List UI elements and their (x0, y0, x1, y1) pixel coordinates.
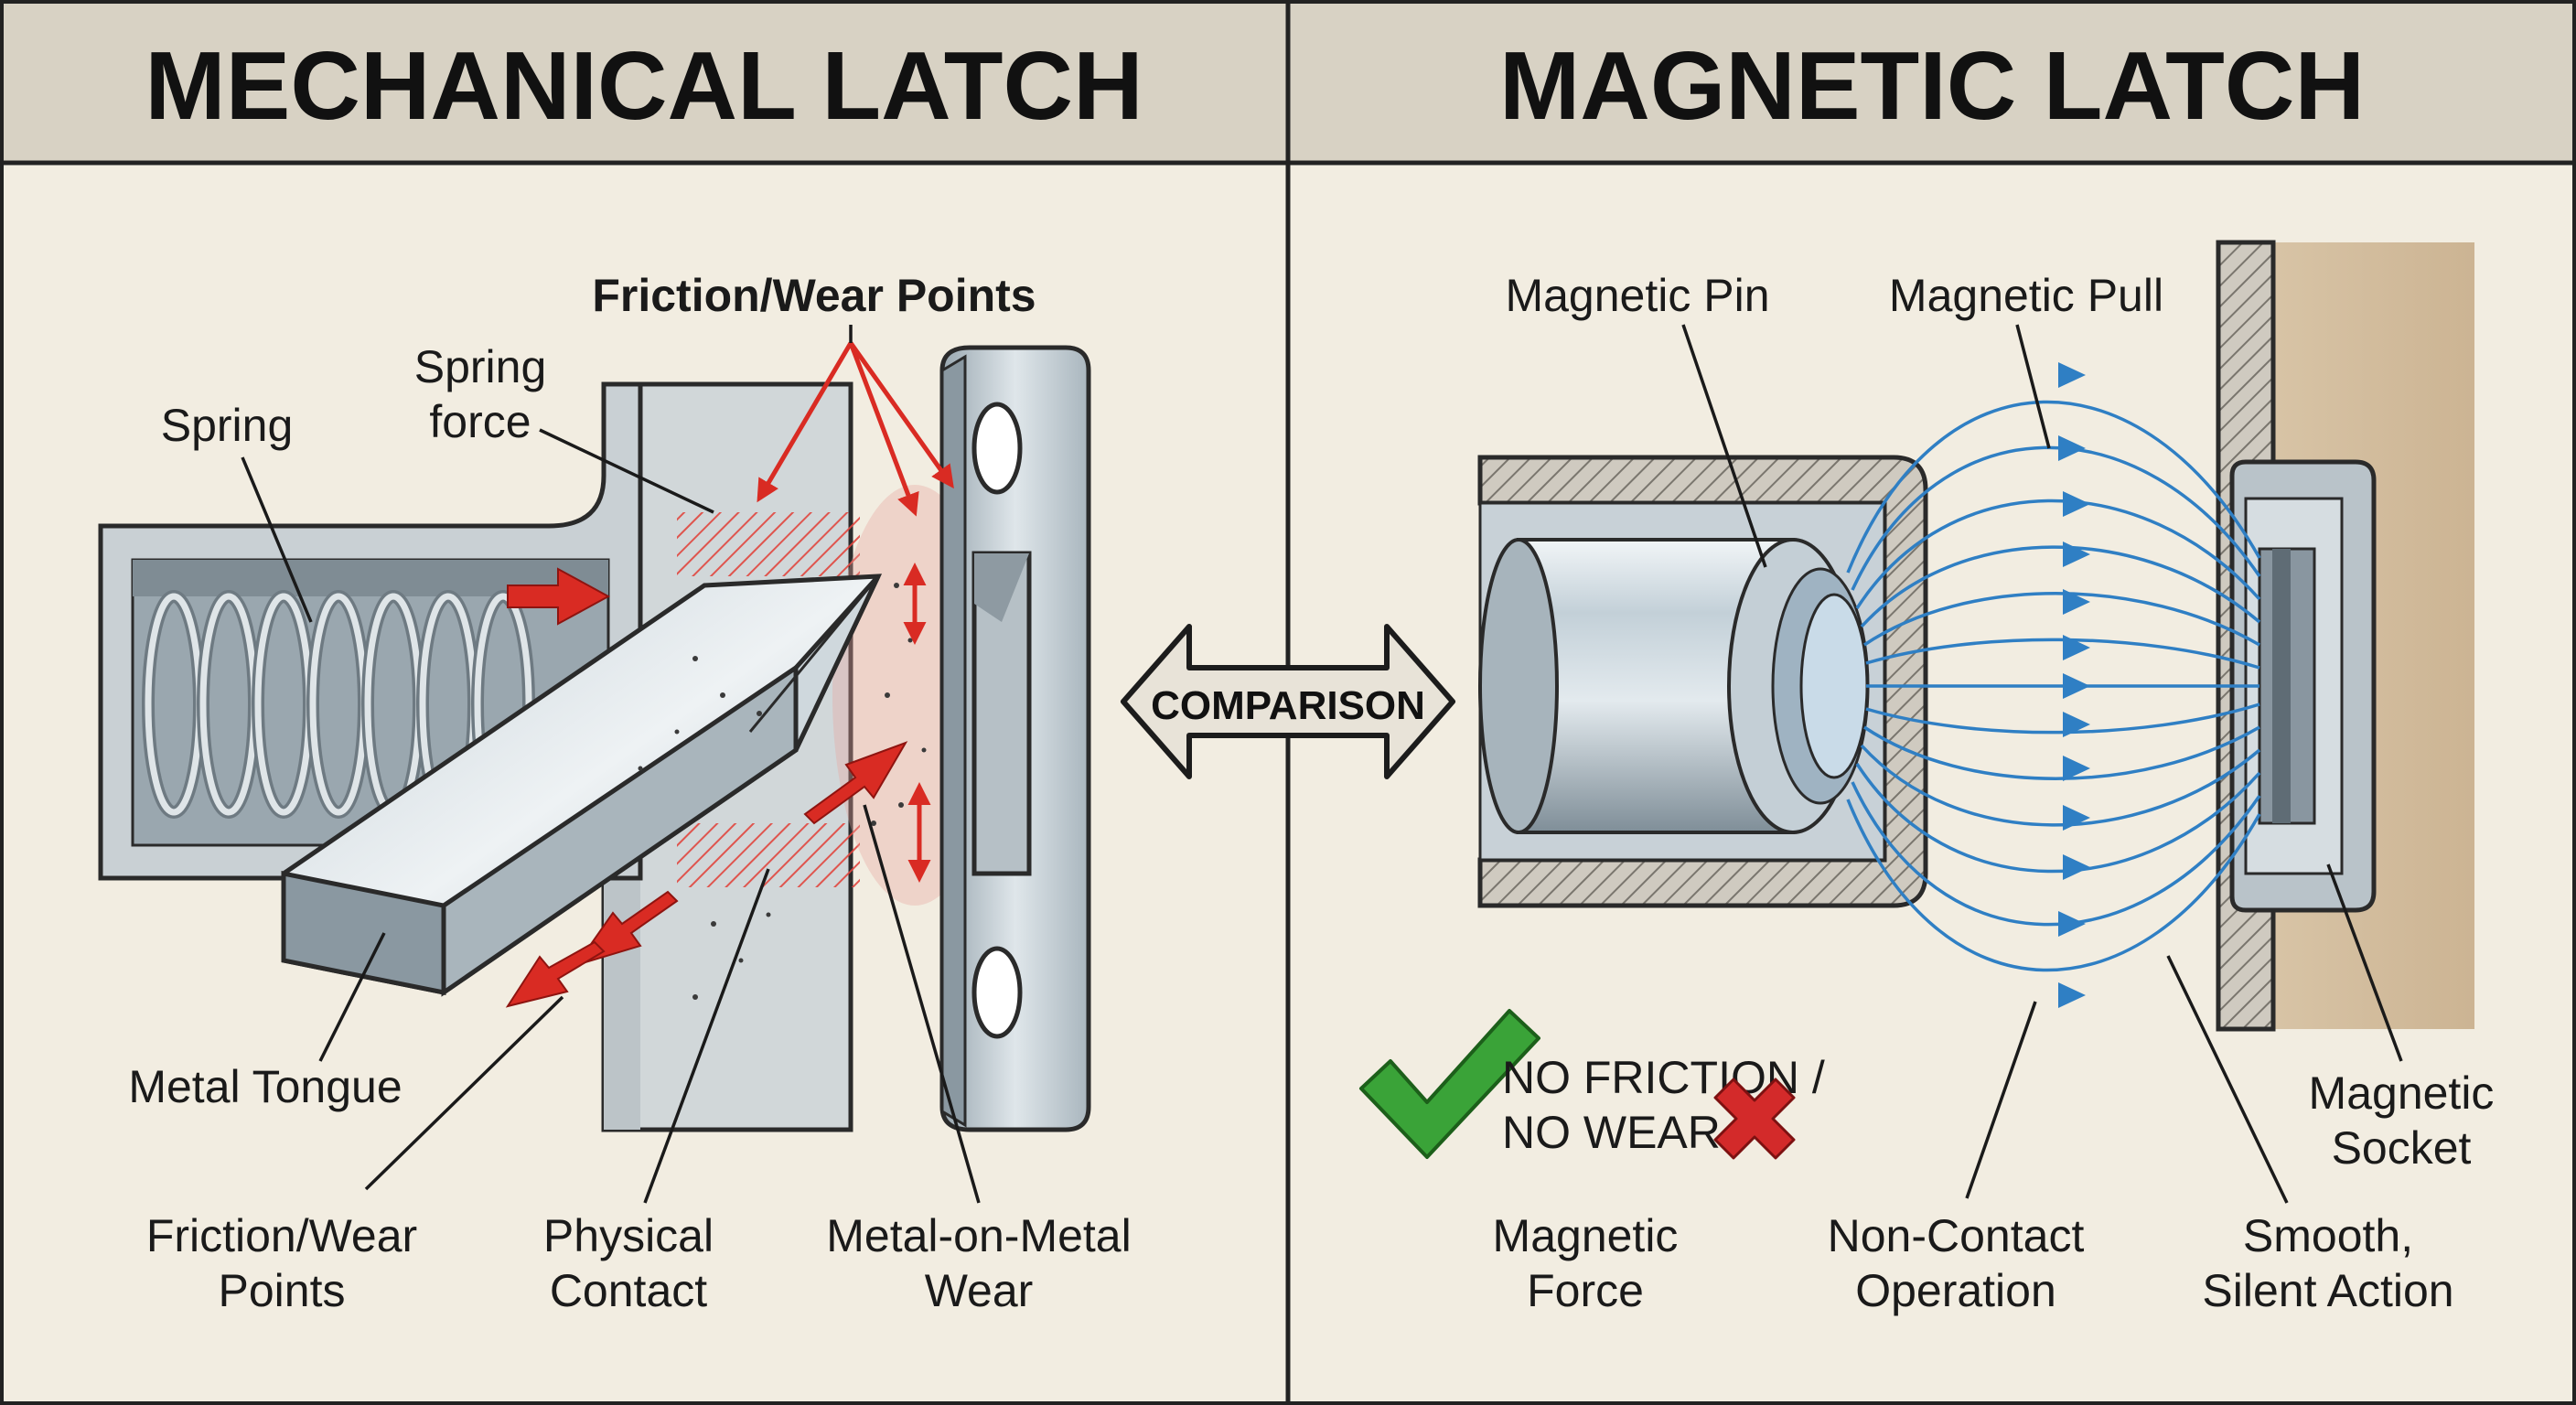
label-spring-force-line1: Spring (414, 341, 547, 392)
friction-arrows (757, 341, 954, 883)
cross-icon (1713, 1078, 1796, 1160)
right-panel-title: MAGNETIC LATCH (1499, 32, 2365, 140)
label-non-contact-line2: Operation (1855, 1265, 2056, 1316)
label-smooth-line1: Smooth, (2243, 1210, 2413, 1261)
comparison-badge: COMPARISON (1121, 624, 1455, 779)
label-metal-tongue: Metal Tongue (128, 1061, 402, 1112)
label-physical-contact-line2: Contact (550, 1265, 707, 1316)
label-magnetic-force-line1: Magnetic (1493, 1210, 1679, 1261)
magnetic-socket (2229, 459, 2377, 913)
strike-screw-hole-top (971, 402, 1023, 495)
label-friction-wear-bottom-line2: Points (219, 1265, 346, 1316)
leader-spring-force (539, 428, 714, 514)
leader-smooth-silent (2166, 955, 2289, 1204)
label-magnetic-pull: Magnetic Pull (1889, 270, 2163, 321)
mechanical-latch-illustration: Friction/Wear Points Spring force Spring… (98, 270, 1132, 1316)
motion-arrows (505, 567, 908, 1008)
leader-metal-on-metal (863, 804, 981, 1204)
leader-magnetic-pull (2015, 324, 2051, 449)
comparison-label: COMPARISON (1151, 683, 1425, 728)
label-spring: Spring (161, 400, 294, 451)
magnetic-latch-illustration: NO FRICTION / NO WEAR Magnetic Pin Magne… (1359, 240, 2495, 1316)
label-magnetic-pin: Magnetic Pin (1505, 270, 1769, 321)
strike-screw-hole-bottom (971, 946, 1023, 1039)
lower-wear-zone (677, 823, 860, 887)
label-magnetic-socket-line1: Magnetic (2309, 1067, 2495, 1119)
label-spring-force-line2: force (429, 396, 531, 447)
label-physical-contact-line1: Physical (543, 1210, 714, 1261)
leader-physical-contact (643, 868, 770, 1204)
label-friction-wear-top: Friction/Wear Points (592, 270, 1036, 321)
label-non-contact-line1: Non-Contact (1828, 1210, 2085, 1261)
label-magnetic-force-line2: Force (1527, 1265, 1644, 1316)
magnetic-field-lines (1846, 400, 2261, 972)
left-panel-title: MECHANICAL LATCH (145, 32, 1143, 140)
leader-spring (241, 456, 313, 623)
leader-non-contact (1965, 1001, 2037, 1199)
label-friction-wear-bottom-line1: Friction/Wear (146, 1210, 417, 1261)
leader-magnetic-pin (1681, 324, 1767, 568)
leader-friction-bottom (364, 995, 564, 1191)
upper-wear-zone (677, 512, 860, 576)
label-magnetic-socket-line2: Socket (2332, 1122, 2472, 1174)
field-direction-arrows (2058, 362, 2090, 1008)
magnetic-pin (1478, 538, 1870, 834)
label-smooth-line2: Silent Action (2202, 1265, 2453, 1316)
leader-metal-tongue (318, 932, 386, 1062)
double-arrow-icon (1121, 624, 1455, 779)
check-icon (1359, 1009, 1540, 1159)
metal-tongue (281, 574, 883, 997)
label-metal-on-metal-line2: Wear (925, 1265, 1034, 1316)
label-no-friction-line2: NO WEAR (1502, 1107, 1721, 1158)
label-metal-on-metal-line1: Metal-on-Metal (826, 1210, 1131, 1261)
strike-plate (939, 345, 1091, 1132)
leader-magnetic-socket (2326, 863, 2403, 1062)
